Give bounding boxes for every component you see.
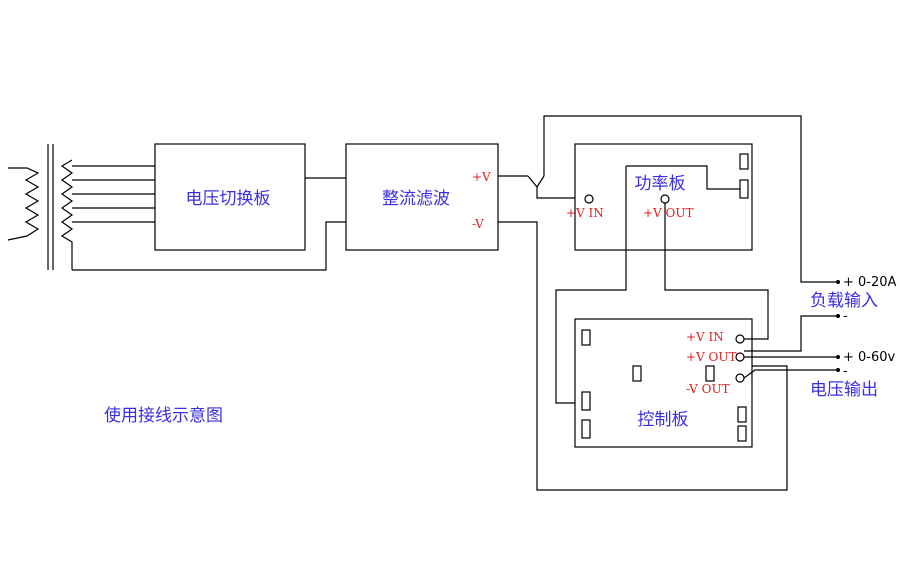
power-board-connector (739, 179, 749, 199)
load-input-minus-dot (836, 314, 840, 318)
rectifier-minus-terminal: -V (472, 217, 484, 231)
voltage-output-label: 电压输出 (810, 380, 878, 400)
power-board-vin: +V IN (566, 206, 604, 220)
control-board-vneg: -V OUT (686, 382, 730, 396)
control-board (574, 318, 753, 448)
control-board-connector (581, 391, 591, 411)
power-board-label: 功率板 (635, 174, 686, 194)
voltage-switch-board-label: 电压切换板 (186, 189, 271, 209)
power-board-vout: +V OUT (643, 206, 694, 220)
control-board-vout: +V OUT (686, 350, 737, 364)
rectifier-filter-label: 整流滤波 (382, 189, 450, 209)
voltage-output-minus-label: - (843, 364, 848, 379)
load-input-minus-wire (744, 315, 836, 352)
control-board-vin: +V IN (686, 330, 724, 344)
control-board-pad-3 (632, 365, 642, 382)
rectifier-plus-terminal: +V (472, 170, 491, 184)
load-input-minus-label: - (843, 309, 848, 324)
control-board-pad-5 (737, 406, 747, 423)
control-board-vneg-terminal (735, 373, 745, 383)
voltage-output-minus-wire (743, 369, 836, 379)
control-board-vout-terminal (735, 352, 745, 362)
voltage-output-plus-label: + 0-60v (843, 350, 896, 365)
transformer (7, 144, 74, 270)
control-board-label: 控制板 (638, 410, 689, 430)
load-input-plus-label: + 0-20A (843, 275, 897, 290)
load-input-label: 负载输入 (810, 291, 878, 311)
power-board-vin-terminal (584, 194, 594, 204)
control-board-pad-1 (581, 329, 591, 346)
voltage-switch-board (154, 143, 306, 251)
power-board-connector-top (739, 153, 749, 170)
load-input-plus-dot (836, 280, 840, 284)
power-board-label-wire (626, 165, 740, 190)
negative-return-wire (498, 221, 788, 491)
control-board-pad-6 (737, 425, 747, 442)
control-board-pad-2 (581, 419, 591, 439)
power-board-vout-terminal (660, 194, 670, 204)
power-out-to-control-in-wire (664, 203, 769, 340)
selector-switch (498, 115, 836, 283)
control-board-pad-4 (705, 365, 715, 382)
power-to-control-sense-wire (555, 166, 627, 404)
voltage-output-plus-dot (836, 355, 840, 359)
control-board-vin-terminal (735, 334, 745, 344)
transformer-taps (72, 165, 346, 271)
voltage-output-minus-dot (836, 368, 840, 372)
rectifier-filter-block (345, 143, 499, 251)
diagram-caption: 使用接线示意图 (104, 405, 223, 426)
